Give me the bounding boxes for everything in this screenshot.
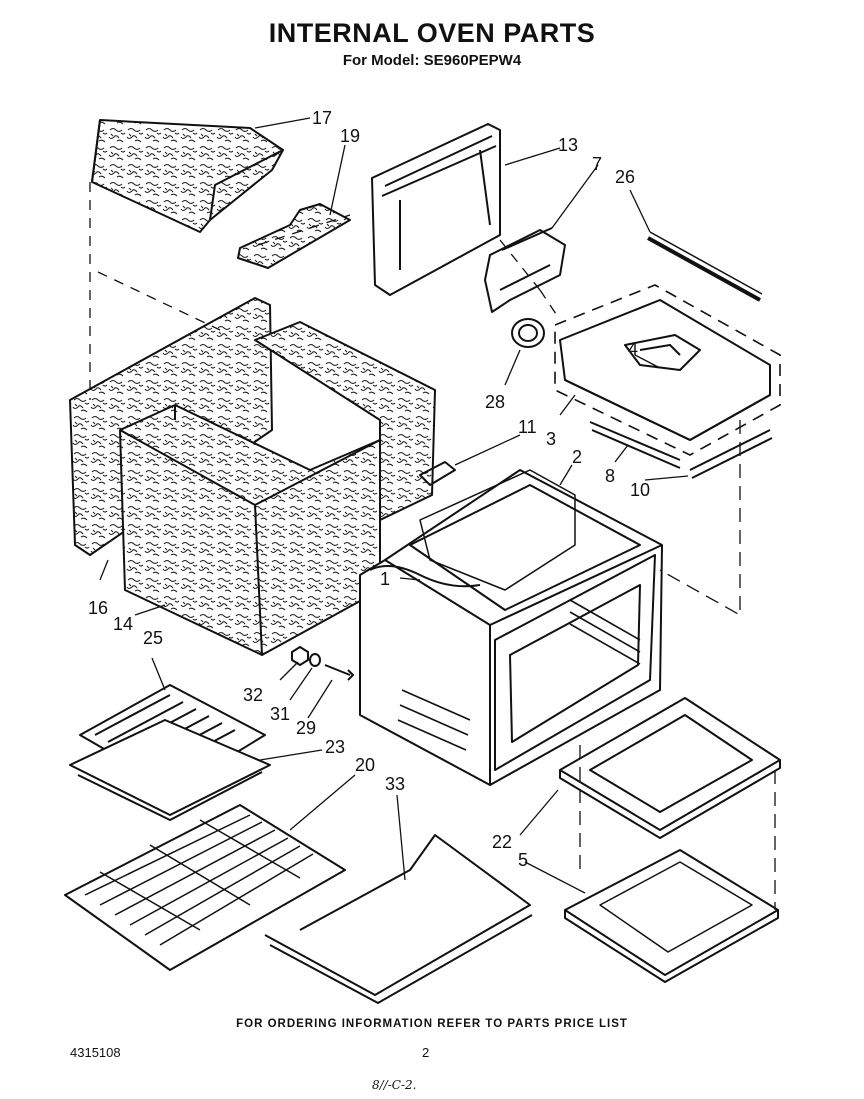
callout-26: 26 [615,167,635,187]
callout-14: 14 [113,614,133,634]
ordering-note: FOR ORDERING INFORMATION REFER TO PARTS … [236,1018,628,1030]
part-33-rack-support [264,834,533,1004]
callout-31: 31 [270,704,290,724]
handwritten-mark: 8//-C-2. [372,1078,417,1092]
callout-3: 3 [546,429,556,449]
callout-1: 1 [380,569,390,589]
callout-2: 2 [572,447,582,467]
callout-4: 4 [628,339,638,359]
callout-11: 11 [518,417,537,437]
callout-22: 22 [492,832,512,852]
document-number: 4315108 [70,1045,121,1060]
callout-23: 23 [325,737,345,757]
callout-10: 10 [630,480,650,500]
part-23-broiler-pan [69,719,271,821]
part-28-ring [511,318,545,348]
callout-16: 16 [88,598,108,618]
callout-7: 7 [592,154,602,174]
model-subtitle: For Model: SE960PEPW4 [342,52,522,69]
part-29-screw [324,664,354,681]
part-31-washer [309,653,321,667]
part-11-bracket [419,461,456,486]
part-22-liner-frame [559,697,781,839]
part-3-element-cover [554,284,781,456]
part-32-nut [291,646,309,666]
callout-33: 33 [385,774,405,794]
part-7-vent-bracket [484,227,566,313]
part-13-duct-panel [371,123,501,296]
part-20-oven-rack [64,804,346,971]
callout-29: 29 [296,718,316,738]
callout-5: 5 [518,850,528,870]
part-5-bottom-panel [564,849,779,983]
page-title: INTERNAL OVEN PARTS [268,18,596,48]
callout-8: 8 [605,466,615,486]
part-8-bracket [589,421,681,469]
callout-17: 17 [312,108,332,128]
callout-32: 32 [243,685,263,705]
callout-28: 28 [485,392,505,412]
callout-25: 25 [143,628,163,648]
part-14-wrap-insulation [119,404,381,656]
part-26-strip [647,231,763,302]
part-2-oven-cavity [359,469,663,786]
callout-20: 20 [355,755,375,775]
page-number: 2 [422,1045,430,1060]
part-10-bracket [689,429,773,479]
callout-19: 19 [340,126,360,146]
part-14-rear-insulation [254,321,436,521]
leader-lines [89,117,776,910]
part-19-insulation-pad [237,203,351,269]
callout-13: 13 [558,135,578,155]
part-17-top-insulation [91,119,284,233]
callout-labels: 17 19 13 7 26 4 28 3 11 2 8 10 1 16 14 2… [88,108,650,870]
